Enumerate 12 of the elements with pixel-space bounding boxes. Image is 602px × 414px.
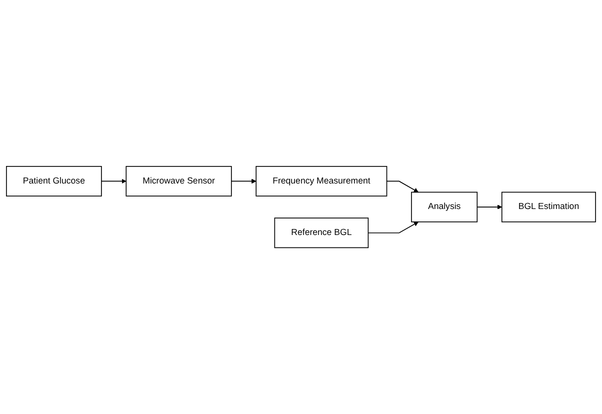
node-box <box>274 218 369 248</box>
node-box <box>256 166 388 196</box>
arrow <box>368 222 419 234</box>
arrow <box>230 178 256 184</box>
arrow <box>476 204 502 210</box>
arrow <box>386 180 419 192</box>
flowchart-diagram: Patient Glucose Microwave Sensor Frequency Measurement Reference BGL Analysis BGL Estimation <box>2 162 600 252</box>
arrow <box>101 178 126 184</box>
node-box <box>501 192 596 222</box>
node-box <box>126 166 232 196</box>
node-box <box>411 192 478 222</box>
node-box <box>6 166 102 196</box>
